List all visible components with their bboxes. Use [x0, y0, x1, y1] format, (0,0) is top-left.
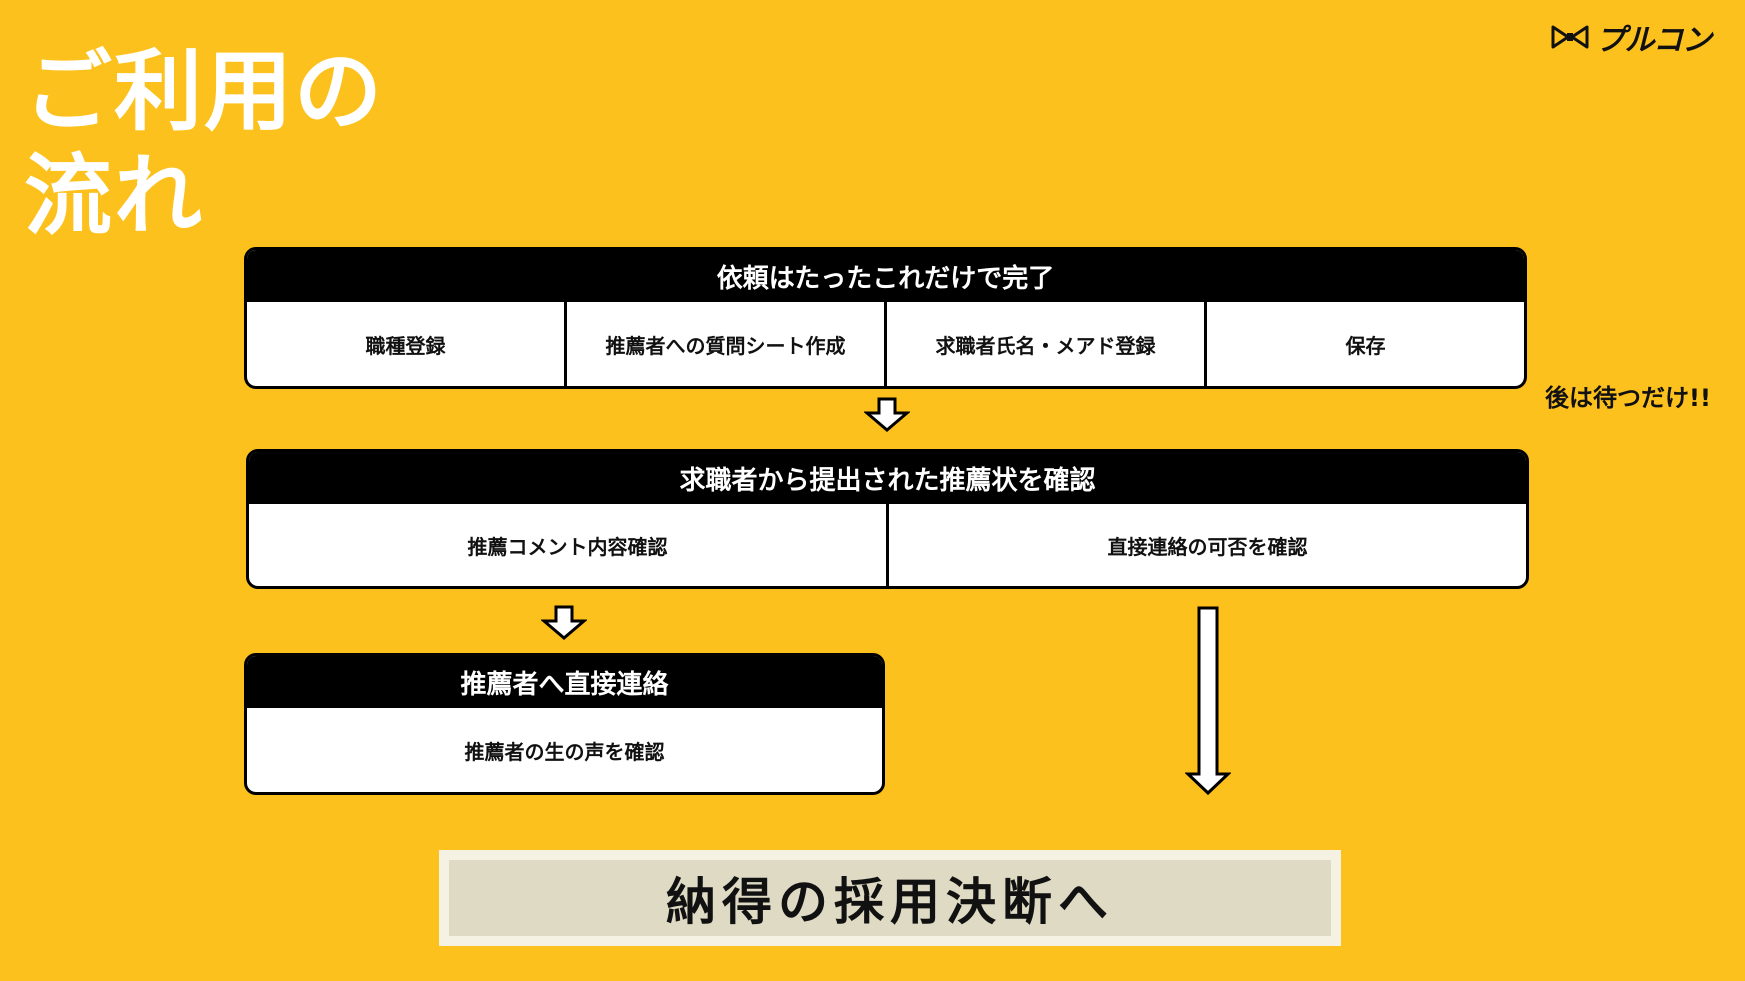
down-arrow-icon	[864, 397, 910, 432]
step1-header: 依頼はたったこれだけで完了	[247, 250, 1524, 302]
step2-item-comment-check: 推薦コメント内容確認	[249, 504, 889, 586]
step1-item-candidate-registration: 求職者氏名・メアド登録	[887, 302, 1207, 386]
page-title: ご利用の 流れ	[24, 40, 384, 248]
side-note: 後は待つだけ!!	[1545, 384, 1711, 412]
step1-item-save: 保存	[1345, 333, 1386, 358]
step2-item-contact-permission: 直接連絡の可否を確認	[1107, 534, 1308, 559]
bowtie-icon	[1551, 25, 1589, 49]
final-box: 納得の採用決断へ	[439, 850, 1341, 946]
step2-box: 求職者から提出された推薦状を確認 推薦コメント内容確認 直接連絡の可否を確認	[246, 449, 1529, 589]
step1-item-job-registration: 職種登録	[247, 302, 567, 386]
brand-logo: プルコン	[1550, 20, 1712, 58]
step3-header: 推薦者へ直接連絡	[247, 656, 882, 708]
step3-box: 推薦者へ直接連絡 推薦者の生の声を確認	[244, 653, 885, 795]
down-arrow-icon	[541, 605, 587, 640]
final-label: 納得の採用決断へ	[449, 860, 1331, 936]
step2-header: 求職者から提出された推薦状を確認	[249, 452, 1526, 504]
step3-item-recommender-voice: 推薦者の生の声を確認	[464, 739, 665, 764]
page-title-line1: ご利用の	[24, 40, 385, 143]
step1-box: 依頼はたったこれだけで完了 職種登録 推薦者への質問シート作成 求職者氏名・メア…	[244, 247, 1527, 389]
page-title-line2: 流れ	[24, 144, 205, 247]
logo-text: プルコン	[1595, 23, 1712, 58]
step1-item-question-sheet: 推薦者への質問シート作成	[567, 302, 887, 386]
long-down-arrow-icon	[1185, 606, 1231, 796]
